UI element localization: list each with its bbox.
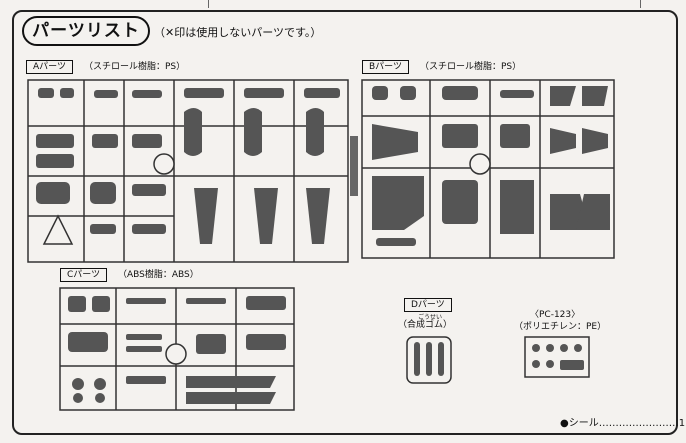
- runner-d-ruby: ごうせい: [418, 314, 443, 321]
- parts-list-frame: [12, 10, 678, 435]
- trim-mark: [640, 0, 641, 8]
- runner-c-diagram: [56, 284, 298, 414]
- runner-b-material: （スチロール樹脂：PS）: [420, 62, 522, 72]
- pc-runner-material: （ポリエチレン：PE）: [514, 322, 607, 332]
- pc-runner-diagram: [522, 334, 592, 380]
- runner-a-diagram: [24, 76, 352, 266]
- seal-count: ●シール……………………1: [560, 418, 686, 429]
- runner-a-material: （スチロール樹脂：PS）: [84, 62, 186, 72]
- page-title: パーツリスト: [22, 16, 150, 46]
- runner-d-tag: Dパーツ: [404, 298, 452, 312]
- runner-a-tag: Aパーツ: [26, 60, 73, 74]
- runner-b-diagram: [350, 76, 618, 262]
- runner-c-material: （ABS樹脂：ABS）: [118, 270, 199, 280]
- runner-d-diagram: [404, 334, 454, 386]
- runner-b-tag: Bパーツ: [362, 60, 409, 74]
- trim-mark: [208, 0, 209, 8]
- unused-parts-note: （✕印は使用しないパーツです。）: [154, 26, 322, 39]
- runner-c-tag: Cパーツ: [60, 268, 108, 282]
- pc-runner-label: 〈PC-123〉: [530, 310, 581, 320]
- runner-d-material: （合成ゴム）: [398, 320, 453, 330]
